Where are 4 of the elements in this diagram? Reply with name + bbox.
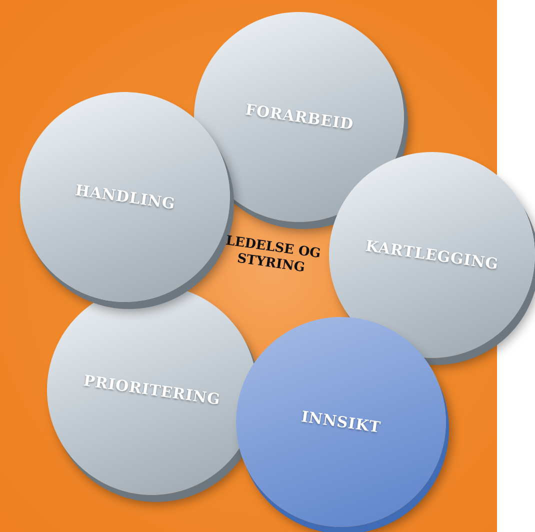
circle-label: HANDLING (74, 181, 176, 213)
circle-label: INNSIKT (300, 408, 382, 436)
circle-label: FORARBEID (244, 100, 354, 134)
center-label: LEDELSE OG STYRING (224, 233, 323, 278)
